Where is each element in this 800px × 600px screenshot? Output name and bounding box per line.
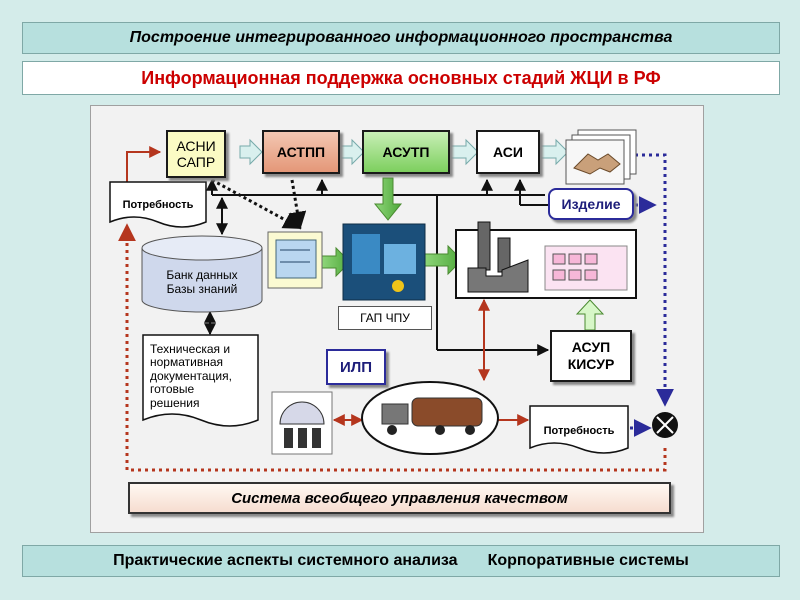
footer-left-label: Практические аспекты системного анализа	[113, 552, 458, 569]
dotted-links	[211, 178, 307, 230]
handshake-icon	[565, 129, 637, 185]
product-box: Изделие	[548, 188, 634, 220]
docs-label: Техническая и нормативная документация, …	[150, 342, 232, 410]
bank-label: Банк данных Базы знаний	[166, 268, 238, 297]
quality-system-box: Система всеобщего управления качеством	[128, 482, 671, 514]
subtitle-bar: Информационная поддержка основных стадий…	[22, 61, 780, 95]
warehouse-icon	[271, 391, 333, 455]
astpp-label: АСТПП	[276, 144, 326, 160]
database-icon	[141, 235, 263, 313]
need-right-label: Потребность	[543, 425, 615, 437]
truck-icon	[361, 381, 499, 455]
need-right-shape	[529, 405, 629, 454]
asni-sapr-box: АСНИ САПР	[166, 130, 226, 178]
astpp-box: АСТПП	[262, 130, 340, 174]
product-label: Изделие	[561, 196, 621, 212]
asup-kisur-box: АСУП КИСУР	[550, 330, 632, 382]
ilp-label: ИЛП	[339, 358, 373, 376]
factory-icon	[455, 221, 637, 299]
top-flow-arrows	[239, 138, 569, 166]
asutp-label: АСУТП	[382, 144, 430, 160]
asi-box: АСИ	[476, 130, 540, 174]
summing-junction-icon	[652, 412, 678, 438]
footer-right-label: Корпоративные системы	[487, 552, 689, 569]
feedback-bus	[206, 178, 550, 356]
gap-cnc-label: ГАП ЧПУ	[360, 311, 410, 325]
ilp-box: ИЛП	[326, 349, 386, 385]
quality-system-label: Система всеобщего управления качеством	[231, 489, 568, 507]
asup-kisur-label: АСУП КИСУР	[567, 339, 615, 372]
need-left-shape	[109, 181, 207, 228]
page-title: Построение интегрированного информационн…	[129, 29, 673, 46]
gap-cnc-label-box: ГАП ЧПУ	[338, 306, 432, 330]
asni-sapr-label: АСНИ САПР	[176, 137, 216, 170]
bank-links	[204, 196, 228, 336]
asi-label: АСИ	[493, 144, 523, 160]
red-arrows	[126, 146, 530, 426]
need-left-label: Потребность	[122, 199, 194, 211]
blueprint-icon	[267, 231, 323, 289]
header-bar: Построение интегрированного информационн…	[22, 22, 780, 54]
blue-dotted-arrows	[630, 153, 674, 437]
cnc-machine-icon	[342, 223, 426, 301]
footer-bar: Практические аспекты системного анализа …	[22, 545, 780, 577]
page-subtitle: Информационная поддержка основных стадий…	[141, 67, 661, 88]
asutp-box: АСУТП	[362, 130, 450, 174]
docs-shape	[142, 334, 259, 427]
